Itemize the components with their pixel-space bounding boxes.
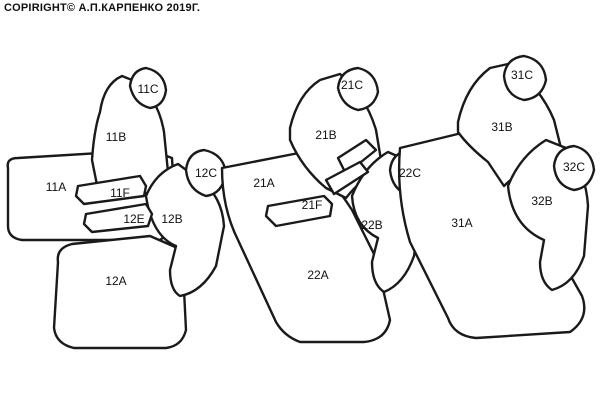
label-12A: 12A	[105, 274, 126, 288]
label-21F: 21F	[302, 198, 323, 212]
part-31C[interactable]	[502, 54, 548, 102]
label-11A: 11A	[46, 180, 66, 194]
label-12C: 12C	[195, 166, 217, 180]
label-11F: 11F	[110, 186, 130, 200]
label-32B: 32B	[531, 194, 552, 208]
label-11C: 11C	[137, 82, 158, 96]
part-armrest-lower	[324, 160, 370, 196]
label-22B: 22B	[361, 218, 382, 232]
label-11B: 11B	[106, 130, 126, 144]
label-31B: 31B	[491, 120, 512, 134]
part-32C[interactable]	[552, 144, 596, 192]
label-22C: 22C	[399, 166, 421, 180]
part-11F[interactable]	[74, 174, 148, 206]
label-21C: 21C	[341, 78, 363, 92]
label-32C: 32C	[563, 160, 585, 174]
part-12E[interactable]	[82, 202, 154, 234]
label-21A: 21A	[253, 176, 274, 190]
copyright-text: COPIRIGHT© А.П.КАРПЕНКО 2019Г.	[4, 2, 201, 14]
part-12B[interactable]	[144, 162, 226, 298]
label-22A: 22A	[307, 268, 328, 282]
label-21B: 21B	[315, 128, 336, 142]
part-armrest	[336, 138, 378, 176]
part-12A[interactable]	[52, 234, 188, 350]
part-21C[interactable]	[336, 66, 380, 112]
label-12E: 12E	[123, 212, 144, 226]
part-11C[interactable]	[128, 66, 168, 110]
part-21F[interactable]	[264, 194, 334, 228]
label-31A: 31A	[451, 216, 472, 230]
label-12B: 12B	[161, 212, 182, 226]
label-31C: 31C	[511, 68, 533, 82]
